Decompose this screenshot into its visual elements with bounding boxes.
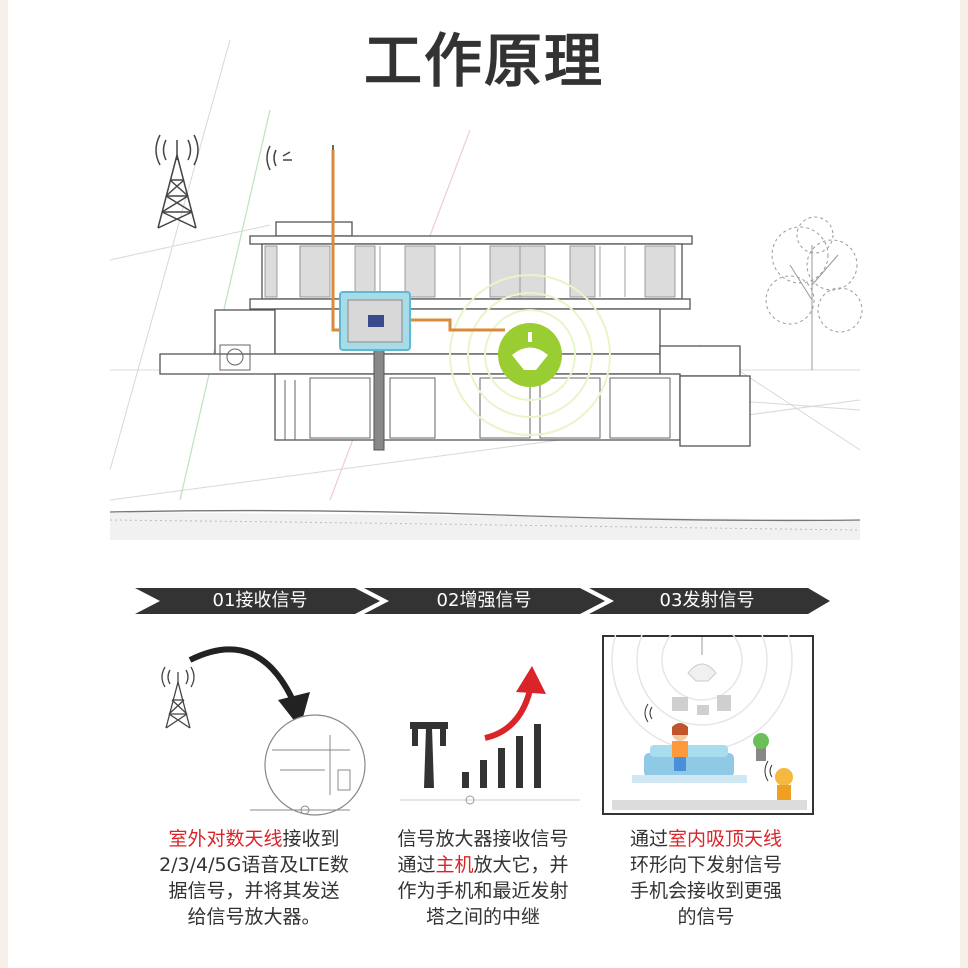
caption-1: 室外对数天线接收到 2/3/4/5G语音及LTE数 据信号，并将其发送 给信号放… — [150, 826, 358, 930]
signal-waves-icon — [161, 666, 195, 688]
signal-waves-icon — [155, 134, 199, 166]
caption-2-post: 放大它，并 — [473, 854, 569, 876]
roof-antenna-signal-icon — [266, 145, 292, 171]
child-with-phone — [764, 760, 793, 803]
ceiling-antenna-icon — [498, 323, 562, 387]
cell-tower-icon — [157, 140, 197, 229]
emit-signal-panel — [602, 635, 814, 815]
tree-sketch — [765, 216, 863, 370]
amplify-signal-panel — [400, 666, 580, 805]
caption-3: 通过室内吸顶天线 环形向下发射信号 手机会接收到更强 的信号 — [606, 826, 806, 930]
signal-bars-icon — [462, 724, 541, 788]
curved-arrow-icon — [188, 646, 310, 728]
cell-tower-icon — [165, 672, 191, 729]
sofa — [632, 745, 747, 783]
step-3-label: 03发射信号 — [659, 590, 755, 611]
caption-3-line-3: 手机会接收到更强 — [629, 880, 782, 902]
plant — [753, 733, 769, 761]
page-title: 工作原理 — [363, 27, 604, 95]
caption-2-line-1: 信号放大器接收信号 — [397, 828, 569, 850]
caption-3-highlight: 室内吸顶天线 — [668, 828, 783, 850]
caption-2-highlight: 主机 — [435, 854, 474, 876]
booster-device-icon — [339, 291, 411, 351]
receive-signal-panel — [161, 646, 366, 816]
house-illustration — [109, 39, 863, 540]
caption-2-line-4: 塔之间的中继 — [425, 906, 540, 928]
caption-2-line-3: 作为手机和最近发射 — [397, 880, 569, 902]
antenna-icon — [410, 722, 448, 788]
caption-1-highlight: 室外对数天线 — [168, 828, 283, 850]
caption-2-pre: 通过 — [397, 854, 436, 876]
ceiling-antenna-icon — [687, 637, 717, 682]
caption-1-line-2: 2/3/4/5G语音及LTE数 — [159, 854, 349, 876]
caption-1-line-1: 接收到 — [282, 828, 340, 850]
caption-3-line-2: 环形向下发射信号 — [629, 854, 782, 876]
caption-3-line-4: 的信号 — [677, 906, 735, 928]
person-on-sofa — [672, 723, 688, 771]
up-arrow-icon — [484, 666, 546, 741]
caption-1-line-3: 据信号，并将其发送 — [168, 880, 340, 902]
signal-waves-icon — [644, 703, 653, 723]
step-2-label: 02增强信号 — [436, 590, 532, 611]
caption-3-pre: 通过 — [629, 828, 668, 850]
caption-1-line-4: 给信号放大器。 — [187, 906, 321, 928]
caption-2: 信号放大器接收信号 通过主机放大它，并 作为手机和最近发射 塔之间的中继 — [382, 826, 584, 930]
step-1-label: 01接收信号 — [212, 590, 308, 611]
